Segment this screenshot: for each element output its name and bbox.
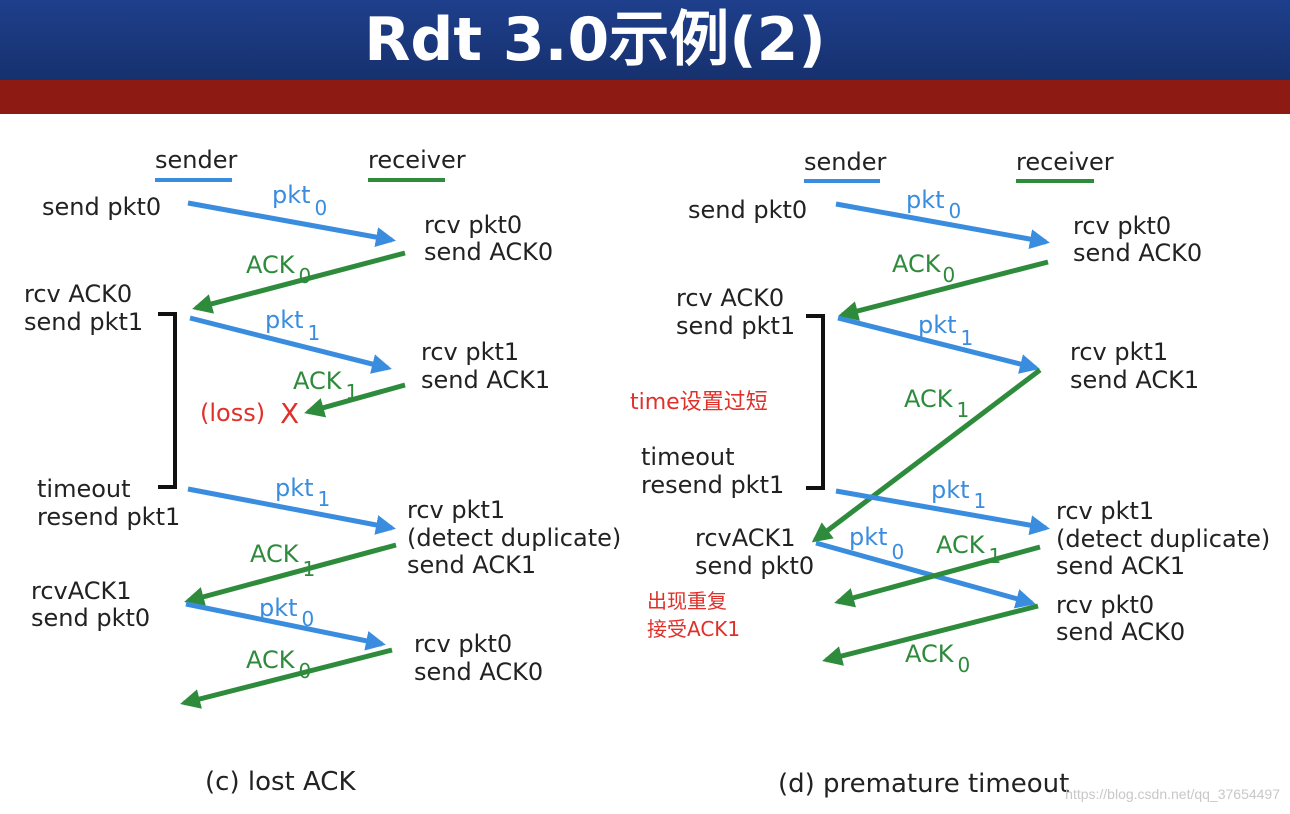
diagram-canvas: sender receiver send pkt0 rcv ACK0 send … — [24, 146, 1270, 799]
pkt1-resend-arrow — [835, 488, 1050, 536]
sender-event: send pkt0 — [688, 196, 807, 224]
receiver-event: rcv pkt1 — [421, 338, 519, 366]
sender-event: rcvACK1 — [695, 524, 796, 552]
timer-bracket — [158, 312, 177, 489]
receiver-event: rcv pkt0 — [1073, 212, 1171, 240]
ack1-lost-arrow — [304, 382, 406, 418]
sender-event: send pkt0 — [42, 193, 161, 221]
receiver-event: (detect duplicate) — [407, 524, 621, 552]
pkt1-resend-arrow — [187, 486, 396, 535]
pkt0-arrow-2 — [185, 601, 386, 651]
msg-label: ACK1 — [250, 540, 315, 581]
sender-event: send pkt0 — [695, 552, 814, 580]
ack0-arrow-2 — [180, 647, 393, 709]
loss-x-icon: X — [280, 397, 299, 430]
accent-band — [0, 80, 1290, 114]
pkt0-arrow-2 — [815, 540, 1036, 609]
sender-event: resend pkt1 — [37, 503, 180, 531]
msg-label: pkt0 — [849, 523, 904, 564]
receiver-event: send ACK1 — [1070, 366, 1199, 394]
ack1-arrow — [184, 542, 397, 607]
receiver-event: (detect duplicate) — [1056, 525, 1270, 553]
receiver-event: send ACK1 — [407, 551, 536, 579]
watermark: https://blog.csdn.net/qq_37654497 — [1065, 786, 1280, 802]
ack1-dup-arrow — [834, 544, 1041, 608]
sender-event: send pkt0 — [31, 604, 150, 632]
sender-event: timeout — [37, 475, 131, 503]
ack0-arrow — [838, 259, 1049, 321]
title-bar — [0, 0, 1290, 80]
pkt1-arrow — [189, 315, 392, 374]
sender-event: rcv ACK0 — [676, 284, 784, 312]
sender-event: resend pkt1 — [641, 471, 784, 499]
receiver-event: send ACK0 — [424, 238, 553, 266]
receiver-event: send ACK0 — [1056, 618, 1185, 646]
caption: (d) premature timeout — [778, 769, 1069, 799]
lost-ack-panel: sender receiver send pkt0 rcv ACK0 send … — [24, 146, 621, 797]
sender-event: rcvACK1 — [31, 577, 132, 605]
pkt1-arrow — [837, 315, 1040, 374]
receiver-event: send ACK1 — [421, 366, 550, 394]
loss-label: (loss) — [200, 399, 265, 427]
receiver-event: rcv pkt1 — [1070, 338, 1168, 366]
receiver-header: receiver — [368, 146, 466, 174]
note-duplicate-line2: 接受ACK1 — [647, 617, 740, 641]
pkt0-arrow — [835, 201, 1050, 249]
receiver-event: rcv pkt1 — [407, 496, 505, 524]
sender-header: sender — [804, 148, 886, 176]
note-timeout-short: time设置过短 — [630, 390, 768, 415]
receiver-event: rcv pkt1 — [1056, 497, 1154, 525]
premature-timeout-panel: sender receiver send pkt0 rcv ACK0 send … — [630, 148, 1270, 799]
ack0-arrow — [192, 250, 406, 314]
slide-title: Rdt 3.0示例(2) — [364, 5, 826, 75]
sender-event: send pkt1 — [24, 308, 143, 336]
receiver-event: rcv pkt0 — [1056, 591, 1154, 619]
receiver-event: rcv pkt0 — [424, 211, 522, 239]
pkt0-arrow — [187, 200, 396, 247]
receiver-event: rcv pkt0 — [414, 630, 512, 658]
sender-event: send pkt1 — [676, 312, 795, 340]
sender-header: sender — [155, 146, 237, 174]
receiver-event: send ACK0 — [414, 658, 543, 686]
ack0-arrow-2 — [822, 603, 1039, 666]
sender-event: timeout — [641, 443, 735, 471]
ack1-arrow — [811, 368, 1042, 543]
sender-event: rcv ACK0 — [24, 280, 132, 308]
receiver-event: send ACK0 — [1073, 239, 1202, 267]
caption: (c) lost ACK — [205, 767, 356, 797]
note-duplicate-line1: 出现重复 — [647, 589, 727, 613]
timer-bracket — [806, 314, 825, 490]
receiver-header: receiver — [1016, 148, 1114, 176]
receiver-event: send ACK1 — [1056, 552, 1185, 580]
